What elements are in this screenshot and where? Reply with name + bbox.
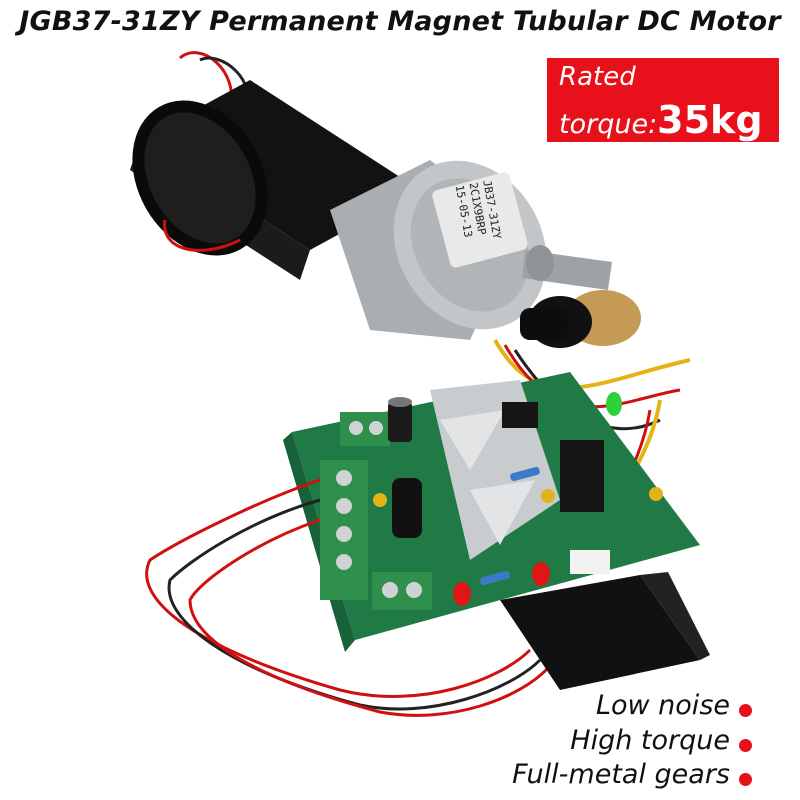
badge-value: 35kg <box>657 98 763 142</box>
potentiometer-knob <box>520 290 641 348</box>
badge-label: torque: <box>559 109 658 140</box>
feature-full-metal-gears: Full-metal gears <box>512 759 730 790</box>
control-board <box>283 372 700 652</box>
bullet-dot-3 <box>739 773 752 786</box>
badge-line1: Rated <box>559 62 636 92</box>
power-switch <box>500 572 710 690</box>
bullet-dot-1 <box>739 704 752 717</box>
motor <box>130 80 612 340</box>
feature-low-noise: Low noise <box>595 690 730 721</box>
badge-line2: torque:35kg <box>559 98 763 142</box>
rated-torque-badge: Rated torque:35kg <box>547 58 779 142</box>
bullet-dot-2 <box>739 739 752 752</box>
product-title: JGB37-31ZY Permanent Magnet Tubular DC M… <box>19 6 781 37</box>
feature-high-torque: High torque <box>570 725 730 756</box>
